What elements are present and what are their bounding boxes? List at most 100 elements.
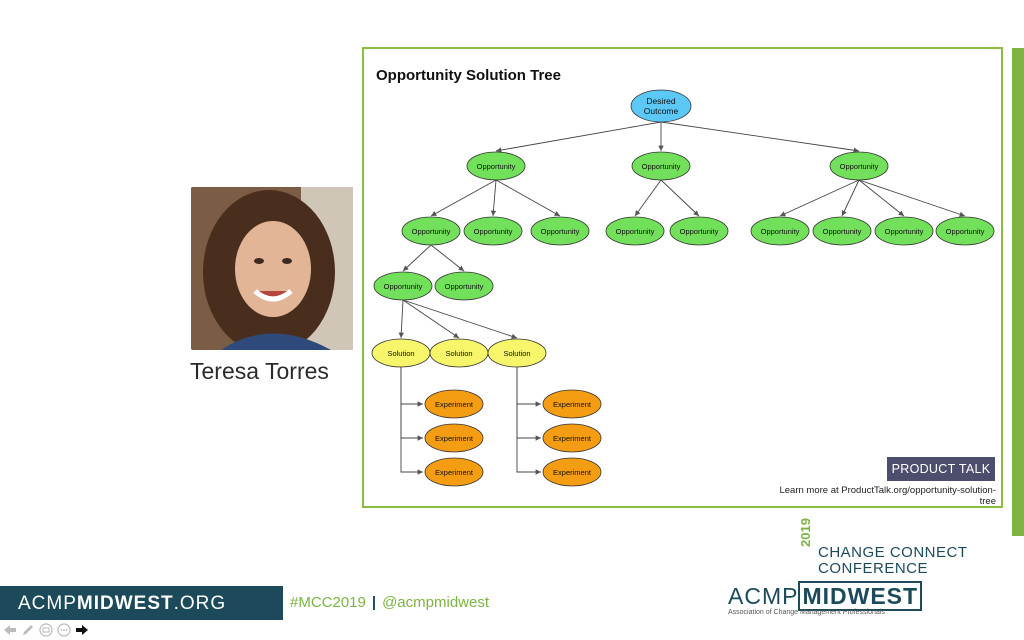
edge-o3-o3c — [858, 179, 905, 217]
opportunity-shape — [935, 216, 995, 246]
more-icon[interactable] — [57, 623, 71, 637]
opportunity-shape — [631, 151, 691, 181]
org-bold: MIDWEST — [76, 593, 174, 614]
node-experiment-e3: Experiment — [424, 457, 484, 487]
node-opportunity-o3b: Opportunity — [812, 216, 872, 246]
node-label: Opportunity — [642, 162, 681, 171]
opportunity-shape — [605, 216, 665, 246]
edge-o3-o3b — [841, 179, 860, 217]
edge-o2-o2a — [634, 179, 662, 217]
twitter-handle: @acmpmidwest — [382, 594, 489, 611]
accent-side-bar — [1012, 48, 1024, 536]
node-opportunity-o3a: Opportunity — [750, 216, 810, 246]
opportunity-shape — [829, 151, 889, 181]
speaker-photo — [191, 187, 353, 350]
previous-icon[interactable] — [3, 623, 17, 637]
edge-s1-e2 — [400, 367, 423, 441]
node-label: Outcome — [644, 106, 679, 116]
node-label: Experiment — [435, 468, 474, 477]
edge-o1a1-s1 — [398, 299, 404, 339]
edge-s3-e6 — [516, 367, 541, 475]
edge-o1-o1c — [495, 179, 561, 217]
hashtag: #MCC2019 — [290, 594, 366, 611]
footer-bar — [0, 586, 283, 620]
org-suffix: .ORG — [173, 593, 227, 614]
edge-o1-o1a — [430, 179, 497, 217]
node-label: Solution — [503, 349, 530, 358]
edge-s1-e3 — [400, 367, 423, 475]
logo-prefix: ACMP — [728, 583, 799, 609]
node-opportunity-o1: Opportunity — [466, 151, 526, 181]
experiment-shape — [424, 423, 484, 453]
node-opportunity-o2b: Opportunity — [669, 216, 729, 246]
outcome-shape — [630, 89, 692, 123]
node-experiment-e2: Experiment — [424, 423, 484, 453]
opportunity-shape — [463, 216, 523, 246]
experiment-shape — [424, 389, 484, 419]
node-opportunity-o3d: Opportunity — [935, 216, 995, 246]
node-label: Opportunity — [412, 227, 451, 236]
node-label: Opportunity — [823, 227, 862, 236]
conference-line-2: CONFERENCE — [818, 560, 929, 577]
opportunity-shape — [874, 216, 934, 246]
edge-o2-o2b — [660, 179, 700, 217]
node-label: Opportunity — [474, 227, 513, 236]
node-label: Experiment — [435, 434, 474, 443]
node-label: Opportunity — [680, 227, 719, 236]
opportunity-shape — [750, 216, 810, 246]
node-label: Opportunity — [840, 162, 879, 171]
edge-o1-o1b — [490, 179, 497, 217]
node-opportunity-o3c: Opportunity — [874, 216, 934, 246]
pen-icon[interactable] — [21, 623, 35, 637]
opportunity-shape — [669, 216, 729, 246]
node-label: Experiment — [553, 468, 592, 477]
opportunity-shape — [401, 216, 461, 246]
tree-edges — [398, 121, 966, 475]
speaker-name: Teresa Torres — [190, 358, 329, 384]
node-opportunity-o1a1: Opportunity — [373, 271, 433, 301]
node-solution-s1: Solution — [371, 338, 431, 368]
node-label: Experiment — [553, 400, 592, 409]
experiment-shape — [542, 389, 602, 419]
node-opportunity-o2: Opportunity — [631, 151, 691, 181]
experiment-shape — [424, 457, 484, 487]
next-icon[interactable] — [75, 623, 89, 637]
node-label: Experiment — [553, 434, 592, 443]
opportunity-shape — [466, 151, 526, 181]
node-solution-s3: Solution — [487, 338, 547, 368]
node-opportunity-o1c: Opportunity — [530, 216, 590, 246]
opportunity-shape — [530, 216, 590, 246]
logo-tagline: Association of Change Management Profess… — [728, 609, 885, 616]
edge-o1a1-s3 — [402, 299, 518, 339]
opportunity-shape — [373, 271, 433, 301]
learn-more-link[interactable]: Learn more at ProductTalk.org/opportunit… — [779, 485, 996, 507]
diagram-title: Opportunity Solution Tree — [376, 67, 561, 84]
node-opportunity-o3: Opportunity — [829, 151, 889, 181]
node-experiment-e4: Experiment — [542, 389, 602, 419]
edge-s3-e5 — [516, 367, 541, 441]
opportunity-shape — [434, 271, 494, 301]
node-label: Opportunity — [541, 227, 580, 236]
edge-o1a-o1a2 — [430, 244, 465, 272]
node-label: Opportunity — [885, 227, 924, 236]
node-label: Solution — [387, 349, 414, 358]
node-opportunity-o1a2: Opportunity — [434, 271, 494, 301]
node-label: Solution — [445, 349, 472, 358]
conference-year: 2019 — [798, 518, 813, 547]
node-label: Experiment — [435, 400, 474, 409]
edge-o1a1-s2 — [402, 299, 460, 339]
node-label: Desired — [646, 96, 676, 106]
slides-icon[interactable] — [39, 623, 53, 637]
edge-s1-e1 — [400, 367, 423, 407]
product-talk-badge: PRODUCT TALK — [887, 457, 995, 481]
node-label: Opportunity — [384, 282, 423, 291]
node-solution-s2: Solution — [429, 338, 489, 368]
node-label: Opportunity — [761, 227, 800, 236]
edge-o3-o3a — [779, 179, 860, 217]
node-label: Opportunity — [477, 162, 516, 171]
footer-org-url[interactable]: ACMPMIDWEST.ORG — [18, 593, 226, 615]
footer-social: #MCC2019|@acmpmidwest — [290, 594, 489, 611]
conference-name: CHANGE CONNECT CONFERENCE — [818, 545, 968, 577]
